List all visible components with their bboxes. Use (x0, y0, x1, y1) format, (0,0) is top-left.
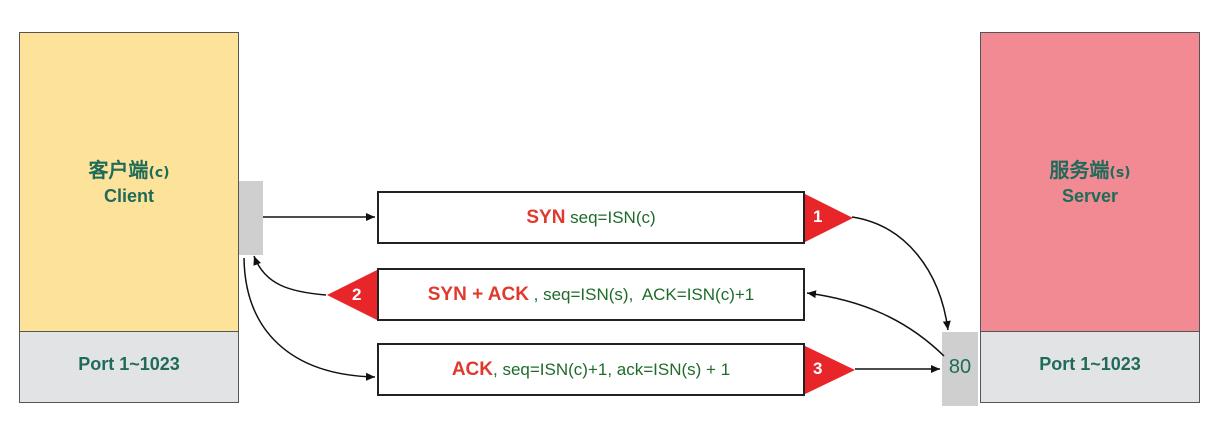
message-syn: SYN seq=ISN(c) (377, 191, 805, 244)
message-syn-ack: SYN + ACK , seq=ISN(s), ACK=ISN(c)+1 (377, 268, 805, 321)
step-number-2: 2 (352, 285, 362, 304)
server-title-cn-suffix: (s) (1109, 165, 1131, 181)
message-syn-ack-text: , seq=ISN(s), ACK=ISN(c)+1 (528, 284, 755, 304)
server-title-cn: 服务端(s) (980, 154, 1200, 183)
arrow-client-to-ack (243, 257, 376, 381)
server-title-cn-text: 服务端 (1049, 158, 1110, 182)
step-number-3: 3 (813, 359, 823, 378)
step-badge-1 (803, 193, 853, 243)
message-ack: ACK, seq=ISN(c)+1, ack=ISN(s) + 1 (377, 343, 805, 396)
client-socket (239, 181, 263, 255)
arrow-synack-to-client (253, 255, 327, 296)
client-port-label: Port 1~1023 (78, 354, 180, 374)
message-syn-text: seq=ISN(c) (565, 207, 656, 227)
client-port-section (19, 331, 239, 403)
server-title-en: Server (1061, 186, 1119, 206)
message-ack-text: , seq=ISN(c)+1, ack=ISN(s) + 1 (493, 359, 731, 379)
arrow-syn-to-server (851, 216, 951, 331)
arrow-server-to-synack (806, 290, 945, 357)
message-syn-ack-keyword: SYN + ACK (427, 283, 529, 305)
step-badge-3 (803, 345, 855, 395)
client-title-cn-suffix: (c) (148, 165, 170, 181)
message-ack-keyword: ACK (451, 358, 493, 380)
step-number-1: 1 (813, 207, 823, 226)
step-badge-2 (327, 270, 377, 320)
server-socket (942, 332, 978, 406)
server-port-section (980, 331, 1200, 403)
server-port-label: Port 1~1023 (1039, 354, 1141, 374)
server-socket-port: 80 (948, 356, 972, 378)
client-title-en: Client (103, 186, 154, 206)
client-title-cn-text: 客户端 (88, 158, 149, 182)
client-title-cn: 客户端(c) (19, 154, 239, 183)
message-syn-keyword: SYN (526, 206, 566, 228)
